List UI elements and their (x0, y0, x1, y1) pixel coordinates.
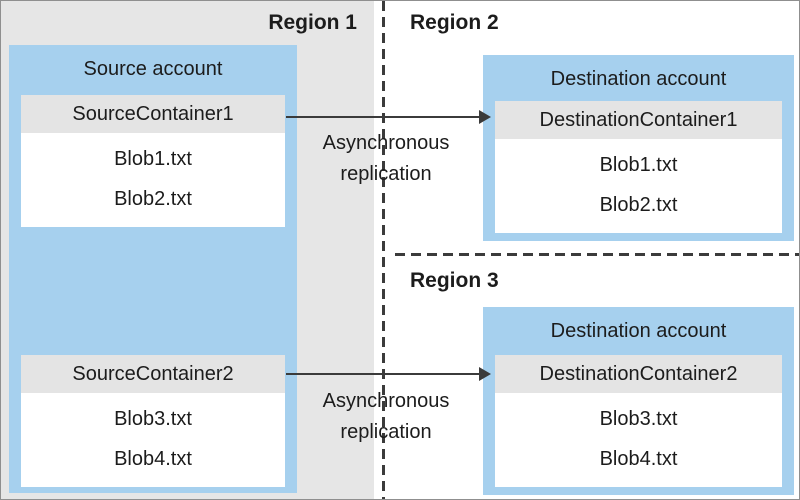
blob-item: Blob1.txt (114, 148, 192, 170)
region-3-label: Region 3 (410, 269, 499, 292)
destination-container-1-header: DestinationContainer1 (495, 101, 782, 139)
region-1-label: Region 1 (268, 11, 357, 34)
blob-item: Blob1.txt (599, 154, 678, 176)
destination-account-1-title: Destination account (550, 68, 727, 90)
destination-container-1-card: DestinationContainer1 Blob1.txt Blob2.tx… (495, 101, 782, 233)
blob-item: Blob3.txt (114, 408, 192, 430)
blob-item: Blob4.txt (599, 448, 678, 470)
replication-arrow-2-icon (286, 367, 491, 381)
blob-item: Blob2.txt (599, 194, 678, 216)
destination-container-2-header: DestinationContainer2 (495, 355, 782, 393)
source-account-box: Source account SourceContainer1 Blob1.tx… (9, 45, 297, 493)
destination-container-2-blob-list: Blob3.txt Blob4.txt (495, 393, 782, 487)
destination-account-2-title: Destination account (550, 320, 727, 342)
destination-container-2-card: DestinationContainer2 Blob3.txt Blob4.tx… (495, 355, 782, 487)
destination-account-2-box: Destination account DestinationContainer… (483, 307, 794, 495)
replication-arrow-1-icon (286, 110, 491, 124)
replication-arrow-2-label: Asynchronous replication (322, 390, 450, 443)
blob-item: Blob2.txt (114, 188, 192, 210)
replication-arrow-1-label: Asynchronous replication (322, 132, 450, 185)
destination-container-1-blob-list: Blob1.txt Blob2.txt (495, 139, 782, 233)
source-container-1-card: SourceContainer1 Blob1.txt Blob2.txt (21, 95, 285, 227)
source-account-title: Source account (83, 58, 223, 80)
source-container-2-card: SourceContainer2 Blob3.txt Blob4.txt (21, 355, 285, 487)
vertical-region-divider (382, 1, 385, 499)
blob-item: Blob3.txt (599, 408, 678, 430)
source-container-2-header: SourceContainer2 (21, 355, 285, 393)
source-container-2-blob-list: Blob3.txt Blob4.txt (21, 393, 285, 487)
source-container-1-header: SourceContainer1 (21, 95, 285, 133)
blob-item: Blob4.txt (114, 448, 192, 470)
horizontal-region-divider (395, 253, 799, 256)
source-container-1-blob-list: Blob1.txt Blob2.txt (21, 133, 285, 227)
destination-account-1-box: Destination account DestinationContainer… (483, 55, 794, 241)
region-2-label: Region 2 (410, 11, 499, 34)
